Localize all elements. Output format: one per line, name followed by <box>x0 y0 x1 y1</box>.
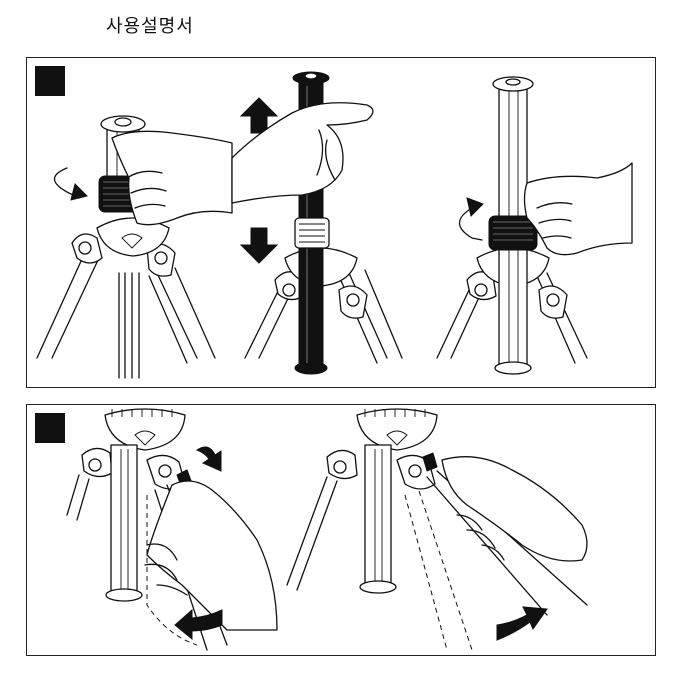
instruction-panel-1 <box>26 57 656 388</box>
figure-column-slide <box>232 72 402 374</box>
figure-leg-lower <box>67 409 277 650</box>
figure-leg-raise <box>287 409 587 650</box>
instruction-panel-2 <box>26 404 656 656</box>
panel-2-illustrations <box>27 405 655 655</box>
panel-1-illustrations <box>27 58 655 387</box>
figure-loosen-collar <box>37 116 232 378</box>
figure-tighten-collar <box>437 77 632 374</box>
manual-title: 사용설명서 <box>106 12 194 38</box>
